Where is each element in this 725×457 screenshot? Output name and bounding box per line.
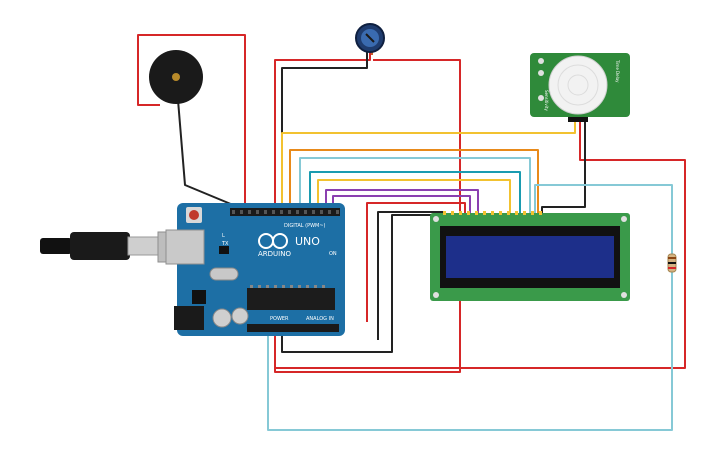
pir-sensor-icon[interactable]: Time Delay Sensitivity xyxy=(530,53,630,122)
l-label: L xyxy=(222,233,225,239)
wire-orange[interactable] xyxy=(289,149,539,213)
power-label: POWER xyxy=(270,316,289,322)
arduino-uno-icon[interactable]: ARDUINO UNO DIGITAL (PWM~) TX RX L ON PO… xyxy=(165,203,345,336)
analog-label: ANALOG IN xyxy=(306,316,334,322)
wire-teal[interactable] xyxy=(309,171,521,213)
wire-buzzer-red[interactable] xyxy=(137,34,246,210)
tx-label: TX xyxy=(221,241,229,247)
lcd-16x2-icon[interactable] xyxy=(430,211,630,301)
wire-pir-red[interactable] xyxy=(275,118,686,369)
wire-lightblue-resistor[interactable] xyxy=(267,184,673,431)
wire-buzzer-black[interactable] xyxy=(177,99,239,212)
wire-pir-black[interactable] xyxy=(541,118,586,213)
buzzer-icon[interactable] xyxy=(149,50,203,104)
pir-label-right: Time Delay xyxy=(615,59,620,83)
digital-label: DIGITAL (PWM~) xyxy=(284,223,326,229)
wire-pot-black[interactable] xyxy=(281,48,455,353)
arduino-logo-icon xyxy=(258,233,288,249)
wire-yellow-2[interactable] xyxy=(317,179,511,213)
on-label: ON xyxy=(329,251,337,257)
wire-lightblue-1[interactable] xyxy=(299,157,531,213)
board-model: UNO xyxy=(295,235,320,248)
wire-pot-red[interactable] xyxy=(274,45,461,373)
resistor-icon[interactable] xyxy=(667,248,677,278)
wire-yellow[interactable] xyxy=(281,118,576,210)
potentiometer-icon[interactable] xyxy=(355,23,385,53)
wire-red-lcd[interactable] xyxy=(366,202,466,322)
wire-black-lcd[interactable] xyxy=(377,211,445,340)
board-brand: ARDUINO xyxy=(258,250,291,258)
wire-purple[interactable] xyxy=(325,189,479,213)
pir-label-left: Sensitivity xyxy=(544,90,549,111)
wire-purple-2[interactable] xyxy=(332,195,471,213)
